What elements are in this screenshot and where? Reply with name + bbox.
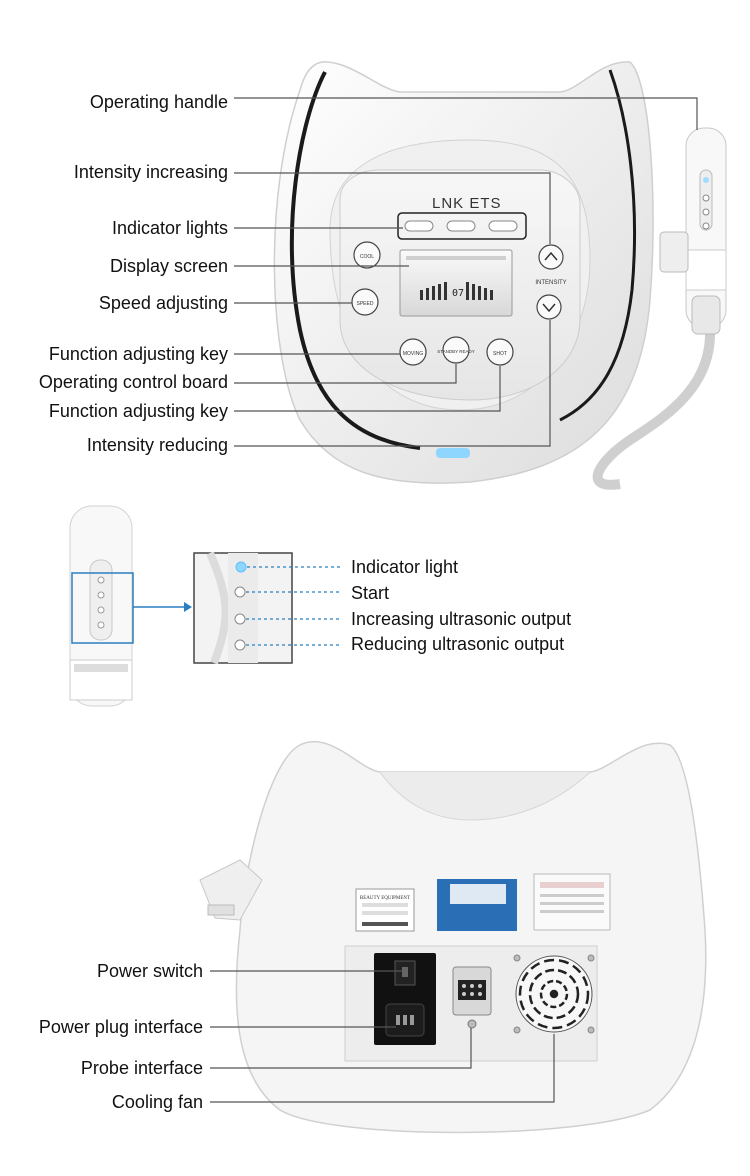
leader-lines-top	[234, 97, 698, 447]
label-probe-interface: Probe interface	[80, 1058, 203, 1078]
label-function-adjusting-key-1: Function adjusting key	[48, 344, 228, 364]
svg-text:STANDBY READY: STANDBY READY	[437, 349, 475, 354]
power-plug-socket[interactable]	[385, 1003, 425, 1037]
label-indicator-lights: Indicator lights	[111, 218, 228, 238]
label-intensity-increasing: Intensity increasing	[73, 162, 228, 182]
svg-text:SHOT: SHOT	[493, 351, 507, 357]
label-power-switch: Power switch	[96, 961, 203, 981]
label-display-screen: Display screen	[109, 256, 228, 276]
cool-button[interactable]: COOL	[353, 241, 381, 269]
device-back-body	[199, 740, 707, 1134]
label-speed-adjusting: Speed adjusting	[98, 293, 228, 313]
label-increasing-ultrasonic-output: Increasing ultrasonic output	[351, 609, 572, 629]
svg-text:07: 07	[452, 288, 464, 299]
probe-interface-socket[interactable]	[452, 966, 492, 1029]
standby-ready-button[interactable]: STANDBY READY	[437, 336, 475, 364]
leader-lines-middle	[246, 566, 342, 646]
shot-button[interactable]: SHOT	[486, 338, 514, 366]
front-status-light	[436, 448, 470, 458]
power-switch[interactable]	[394, 960, 416, 986]
back-panel	[344, 945, 598, 1062]
cooling-fan	[513, 954, 595, 1034]
power-switch-module	[374, 953, 436, 1045]
label-indicator-light: Indicator light	[351, 557, 459, 577]
display-screen: 07	[399, 249, 513, 317]
intensity-label: INTENSITY	[535, 280, 566, 286]
label-intensity-reducing: Intensity reducing	[86, 435, 228, 455]
label-operating-handle: Operating handle	[89, 92, 228, 112]
svg-text:COOL: COOL	[360, 254, 374, 260]
leader-lines-bottom	[210, 970, 555, 1103]
svg-text:SPEED: SPEED	[357, 301, 374, 307]
label-function-adjusting-key-2: Function adjusting key	[48, 401, 228, 421]
handle-zoom-frame	[71, 572, 134, 644]
label-operating-control-board: Operating control board	[38, 372, 228, 392]
operating-handle	[592, 127, 727, 490]
speed-button[interactable]: SPEED	[351, 288, 379, 316]
label-power-plug-interface: Power plug interface	[38, 1017, 203, 1037]
handle-zoom-panel	[193, 551, 293, 665]
brand-logo: LNK ETS	[432, 195, 502, 212]
device-front-illustration: LNK ETS 07 COOL SPEED MOVING STANDBY REA	[234, 61, 727, 490]
intensity-down-button[interactable]	[536, 294, 562, 320]
label-start: Start	[351, 583, 390, 603]
label-reducing-ultrasonic-output: Reducing ultrasonic output	[351, 634, 565, 654]
intensity-up-button[interactable]	[538, 244, 564, 270]
handle-full	[69, 505, 133, 707]
label-cooling-fan: Cooling fan	[111, 1092, 203, 1112]
moving-button[interactable]: MOVING	[399, 338, 427, 366]
svg-text:MOVING: MOVING	[403, 351, 423, 357]
indicator-lights	[397, 212, 527, 240]
back-stickers: BEAUTY EQUIPMENT	[355, 873, 611, 932]
svg-text:BEAUTY EQUIPMENT: BEAUTY EQUIPMENT	[360, 896, 410, 901]
